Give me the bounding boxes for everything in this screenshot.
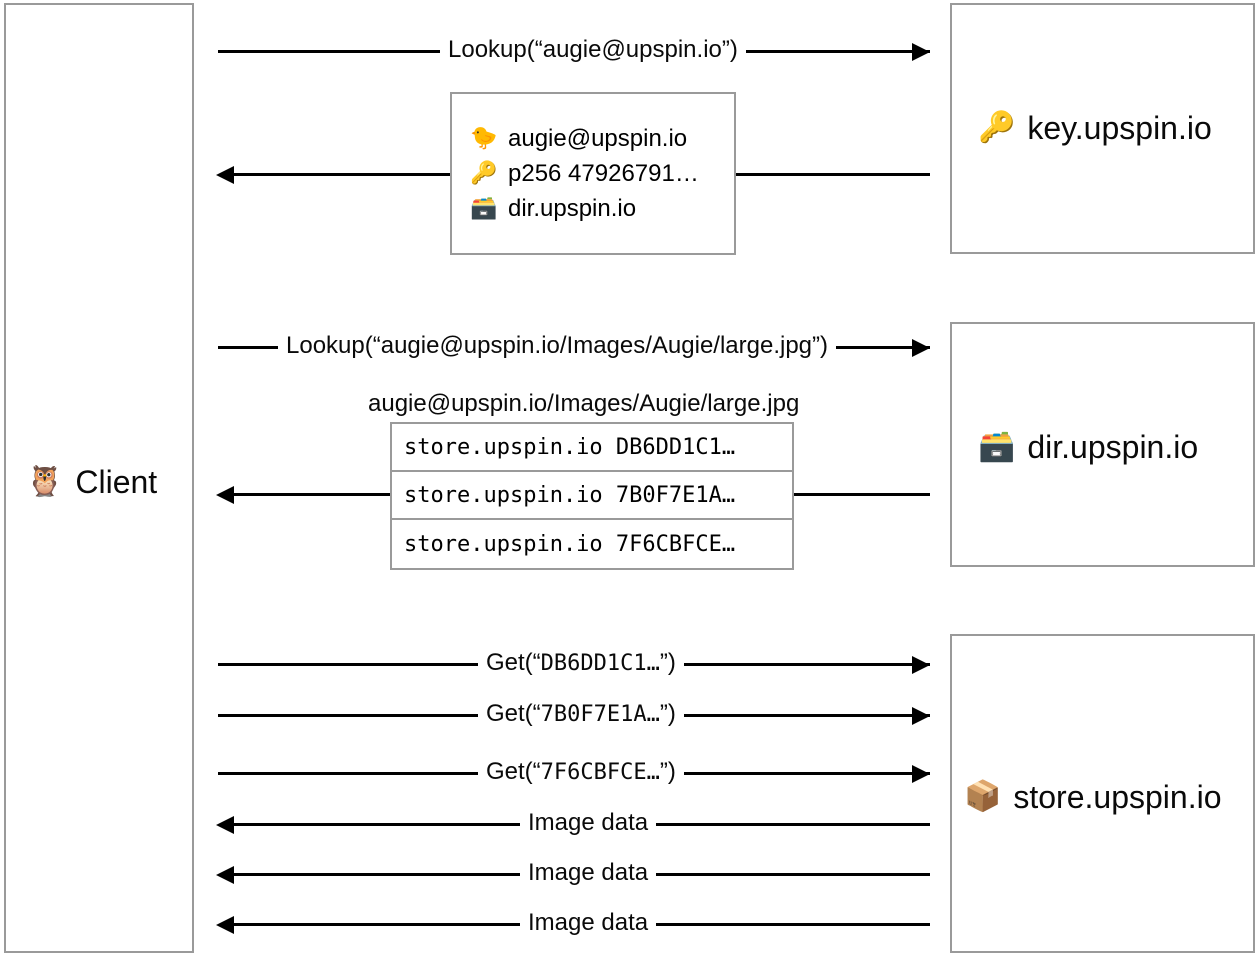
arrowhead-image-data-1 — [216, 816, 234, 834]
key-icon: 🔑 — [470, 160, 498, 186]
message-image-data-1: Image data — [520, 811, 657, 835]
dir-record-path: augie@upspin.io/Images/Augie/large.jpg — [368, 390, 800, 417]
arrowhead-image-data-2 — [216, 866, 234, 884]
message-get-2-suffix: ”) — [659, 700, 676, 727]
baby-chick-icon: 🐤 — [470, 125, 498, 151]
message-get-3-prefix: Get(“ — [486, 758, 541, 785]
arrowhead-dir-lookup-request — [912, 339, 930, 357]
actor-label-store-text: store.upspin.io — [1013, 779, 1222, 815]
key-record-panel: 🐤 augie@upspin.io 🔑 p256 47926791… 🗃️ di… — [450, 92, 736, 255]
table-row: store.upspin.io 7F6CBFCE… — [392, 520, 792, 568]
message-get-2: Get(“7B0F7E1A…”) — [478, 702, 684, 726]
message-image-data-2: Image data — [520, 861, 657, 885]
message-get-3-hash: 7F6CBFCE… — [540, 760, 660, 785]
message-key-lookup-request: Lookup(“augie@upspin.io”) — [440, 38, 746, 62]
key-record-row-text: dir.upspin.io — [508, 195, 637, 223]
actor-label-client: 🦉 Client — [26, 466, 157, 498]
arrowhead-get-3 — [912, 765, 930, 783]
arrowhead-key-lookup-reply — [216, 166, 234, 184]
table-row: store.upspin.io 7B0F7E1A… — [392, 472, 792, 520]
table-row: store.upspin.io DB6DD1C1… — [392, 424, 792, 472]
message-get-2-hash: 7B0F7E1A… — [540, 702, 660, 727]
card-file-box-icon: 🗃️ — [978, 429, 1016, 464]
message-get-3-suffix: ”) — [659, 758, 676, 785]
message-image-data-3: Image data — [520, 911, 657, 935]
message-get-1-prefix: Get(“ — [486, 649, 541, 676]
arrowhead-dir-lookup-reply — [216, 486, 234, 504]
key-icon: 🔑 — [978, 110, 1016, 145]
actor-lifeline-dir — [950, 322, 1255, 567]
key-record-row-text: p256 47926791… — [508, 159, 699, 187]
message-get-1: Get(“DB6DD1C1…”) — [478, 651, 684, 675]
message-dir-lookup-request: Lookup(“augie@upspin.io/Images/Augie/lar… — [278, 334, 837, 358]
actor-label-store: 📦 store.upspin.io — [964, 781, 1221, 813]
actor-lifeline-client — [4, 3, 194, 953]
card-file-box-icon: 🗃️ — [470, 196, 498, 222]
actor-lifeline-store — [950, 634, 1255, 953]
key-record-row-text: augie@upspin.io — [508, 124, 688, 152]
arrowhead-get-1 — [912, 656, 930, 674]
actor-label-dir-text: dir.upspin.io — [1027, 429, 1199, 465]
key-record-row: 🐤 augie@upspin.io — [470, 126, 716, 151]
arrowhead-image-data-3 — [216, 916, 234, 934]
arrowhead-key-lookup-request — [912, 43, 930, 61]
actor-label-client-text: Client — [75, 464, 158, 500]
actor-label-key-text: key.upspin.io — [1027, 110, 1212, 146]
owl-icon: 🦉 — [26, 464, 64, 499]
actor-label-key: 🔑 key.upspin.io — [978, 112, 1212, 144]
actor-label-dir: 🗃️ dir.upspin.io — [978, 431, 1198, 463]
key-record-row: 🗃️ dir.upspin.io — [470, 196, 716, 221]
arrowhead-get-2 — [912, 707, 930, 725]
message-get-1-hash: DB6DD1C1… — [540, 651, 660, 676]
message-get-1-suffix: ”) — [659, 649, 676, 676]
message-get-3: Get(“7F6CBFCE…”) — [478, 760, 684, 784]
package-icon: 📦 — [964, 779, 1002, 814]
message-get-2-prefix: Get(“ — [486, 700, 541, 727]
key-record-row: 🔑 p256 47926791… — [470, 161, 716, 186]
dir-record-table: store.upspin.io DB6DD1C1… store.upspin.i… — [390, 422, 794, 570]
actor-lifeline-key — [950, 3, 1255, 254]
